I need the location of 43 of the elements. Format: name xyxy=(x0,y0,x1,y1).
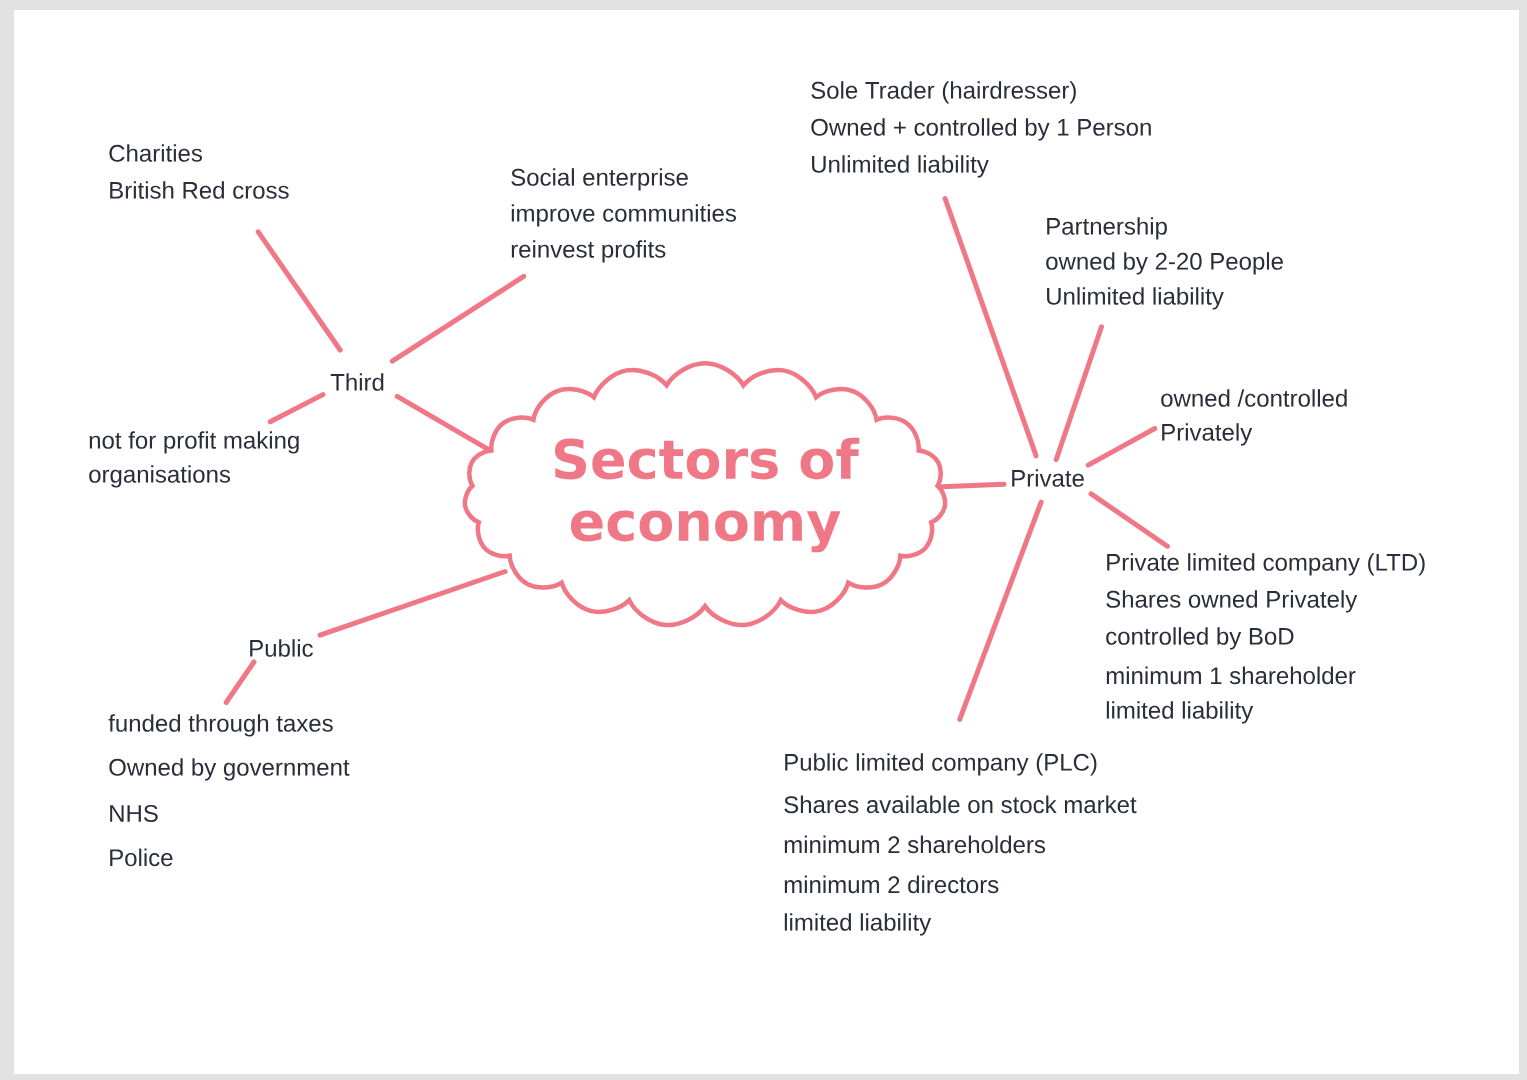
note-text: British Red cross xyxy=(110,181,289,199)
branch-line xyxy=(939,481,1007,490)
heading-text: Private limited company (LTD) xyxy=(1107,553,1425,576)
branch-line xyxy=(223,659,257,705)
central-cloud: Sectors of economy xyxy=(462,361,948,628)
note-text: Shares available on stock market xyxy=(784,795,1137,814)
branch-line xyxy=(255,229,343,353)
note-text: improve communities xyxy=(511,204,736,227)
heading-text: Public limited company (PLC) xyxy=(785,753,1097,776)
note-text: limited liability xyxy=(784,913,932,936)
branch-line xyxy=(942,196,1039,459)
note-text: minimum 2 directors xyxy=(784,875,999,894)
note-text: limited liability xyxy=(1106,701,1254,724)
note-text: Police xyxy=(110,848,173,867)
note-text: NHS xyxy=(110,804,158,822)
note-text: Shares owned Privately xyxy=(1106,590,1358,613)
note-text: funded through taxes xyxy=(108,714,333,737)
note-text: controlled by BoD xyxy=(1106,627,1294,650)
note-text: owned /controlled Privately xyxy=(1161,389,1347,446)
branch-label: Private xyxy=(1012,469,1084,487)
note-text: Owned by government xyxy=(109,758,350,781)
branch-line xyxy=(267,392,326,425)
branch-label: Public xyxy=(250,639,313,657)
note-text: reinvest profits xyxy=(511,240,666,263)
heading-text: Social enterprise xyxy=(511,168,688,191)
note-text: Owned + controlled by 1 Person xyxy=(811,118,1151,141)
branch-line xyxy=(389,273,527,364)
branch-line xyxy=(317,569,508,638)
heading-text: Sole Trader (hairdresser) xyxy=(811,81,1076,104)
branch-line xyxy=(394,393,490,452)
branch-label: Third xyxy=(330,373,384,391)
heading-text: Charities xyxy=(109,144,202,162)
heading-text: Partnership xyxy=(1047,217,1167,240)
note-text: Unlimited liability xyxy=(812,155,989,178)
branch-line xyxy=(1088,491,1170,549)
branch-line xyxy=(957,499,1044,722)
note-text: not for profit making organisations xyxy=(89,431,299,488)
note-text: Unlimited liability xyxy=(1047,287,1224,310)
note-text: minimum 2 shareholders xyxy=(784,835,1046,854)
branch-line xyxy=(1053,324,1105,463)
branch-line xyxy=(1085,426,1158,468)
note-text: owned by 2-20 People xyxy=(1046,252,1283,275)
note-text: minimum 1 shareholder xyxy=(1106,666,1356,685)
